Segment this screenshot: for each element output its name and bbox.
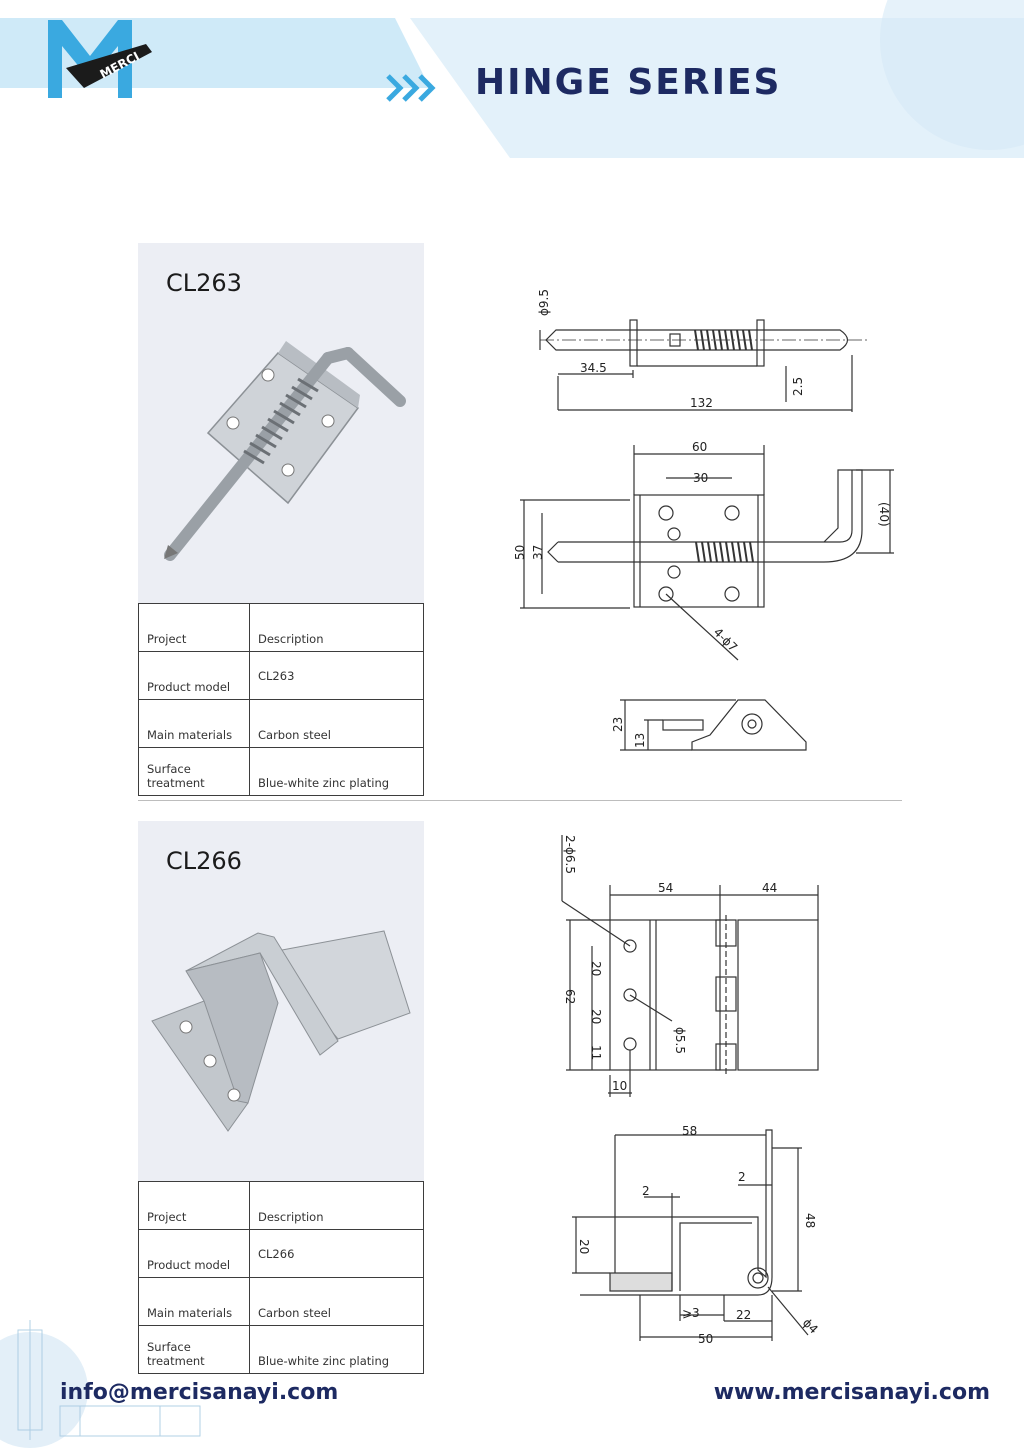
table-cell: Surface treatment <box>138 1325 250 1374</box>
table-cell: Blue-white zinc plating <box>249 1325 424 1374</box>
table-cell: Main materials <box>138 699 250 748</box>
dimension-label: 44 <box>762 881 777 895</box>
dimension-label: 2 <box>738 1170 746 1184</box>
table-row: Surface treatment Blue-white zinc platin… <box>138 1325 424 1374</box>
dimension-label: 13 <box>633 733 647 748</box>
chevrons-icon <box>386 74 436 102</box>
table-cell: Carbon steel <box>249 699 424 748</box>
dimension-label: 54 <box>658 881 673 895</box>
technical-drawing: 2-ϕ6.5 54 44 62 20 20 11 10 ϕ5.5 58 2 2 … <box>561 835 821 1346</box>
dimension-label: 10 <box>612 1079 627 1093</box>
dimension-label: 50 <box>698 1332 713 1346</box>
section-divider <box>138 800 902 801</box>
table-cell: Carbon steel <box>249 1277 424 1326</box>
spring-latch-photo <box>164 341 406 561</box>
dimension-label: 20 <box>577 1239 591 1254</box>
page-title: HINGE SERIES <box>475 62 782 103</box>
dimension-label: 11 <box>589 1045 603 1060</box>
merci-logo: MERCI <box>48 20 152 98</box>
table-header-row: Project Description <box>138 1181 424 1230</box>
dimension-label: 22 <box>736 1308 751 1322</box>
dimension-label: ⩾3 <box>682 1306 700 1320</box>
website-link[interactable]: www.mercisanayi.com <box>713 1380 990 1405</box>
table-row: Product model CL263 <box>138 651 424 700</box>
dimension-label: ϕ9.5 <box>537 289 551 316</box>
product-photo-panel: CL266 <box>138 821 424 1181</box>
table-cell: CL263 <box>249 651 424 700</box>
footer-decoration <box>0 1320 201 1448</box>
dimension-label: 62 <box>563 989 577 1004</box>
table-cell: Surface treatment <box>138 747 250 796</box>
dimension-label: 58 <box>682 1124 697 1138</box>
table-row: Main materials Carbon steel <box>138 699 424 748</box>
table-cell: Project <box>138 1181 250 1230</box>
dimension-label: 20 <box>589 961 603 976</box>
dimension-label: 2 <box>642 1184 650 1198</box>
hinge-photo <box>151 930 411 1132</box>
dimension-label: ϕ4 <box>800 1316 821 1337</box>
dimension-label: 20 <box>589 1009 603 1024</box>
product-model-title: CL266 <box>166 847 242 875</box>
product-photo-panel: CL263 <box>138 243 424 603</box>
contact-email[interactable]: info@mercisanayi.com <box>60 1380 339 1405</box>
product-spec-table: Project Description Product model CL263 … <box>138 603 424 796</box>
dimension-label: 50 <box>513 545 527 560</box>
table-cell: Project <box>138 603 250 652</box>
product-model-title: CL263 <box>166 269 242 297</box>
product-spec-table: Project Description Product model CL266 … <box>138 1181 424 1374</box>
dimension-label: 132 <box>690 396 713 410</box>
table-header-row: Project Description <box>138 603 424 652</box>
table-row: Surface treatment Blue-white zinc platin… <box>138 747 424 796</box>
table-cell: Product model <box>138 1229 250 1278</box>
table-cell: Product model <box>138 651 250 700</box>
dimension-label: 23 <box>611 717 625 732</box>
table-cell: CL266 <box>249 1229 424 1278</box>
table-cell: Description <box>249 1181 424 1230</box>
table-cell: Description <box>249 603 424 652</box>
dimension-label: 37 <box>531 545 545 560</box>
dimension-label: 30 <box>693 471 708 485</box>
dimension-label: 34.5 <box>580 361 607 375</box>
dimension-label: 2-ϕ6.5 <box>563 835 577 874</box>
table-cell: Blue-white zinc plating <box>249 747 424 796</box>
technical-drawing: ϕ9.5 34.5 132 2.5 60 30 50 37 (40) 4-ϕ7 <box>513 289 894 751</box>
dimension-label: ϕ5.5 <box>673 1027 687 1054</box>
dimension-label: 2.5 <box>791 377 805 396</box>
table-row: Product model CL266 <box>138 1229 424 1278</box>
dimension-label: (40) <box>877 502 891 527</box>
dimension-label: 60 <box>692 440 707 454</box>
dimension-label: 48 <box>803 1213 817 1228</box>
